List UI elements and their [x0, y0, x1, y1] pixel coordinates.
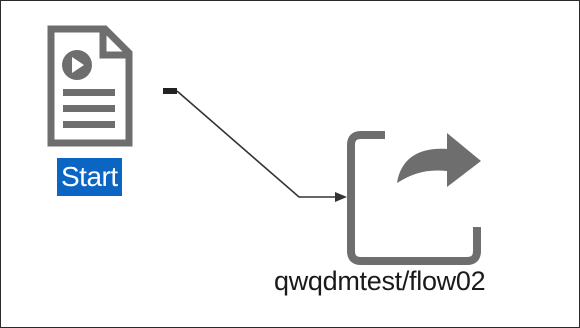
subflow-redirect-icon [347, 131, 481, 265]
subflow-node[interactable] [347, 127, 483, 265]
start-node[interactable] [45, 25, 133, 147]
connector-source-handle[interactable] [163, 88, 177, 94]
subflow-node-label[interactable]: qwqdmtest/flow02 [274, 266, 486, 296]
start-node-label[interactable]: Start [57, 158, 122, 196]
document-play-icon [47, 25, 133, 147]
